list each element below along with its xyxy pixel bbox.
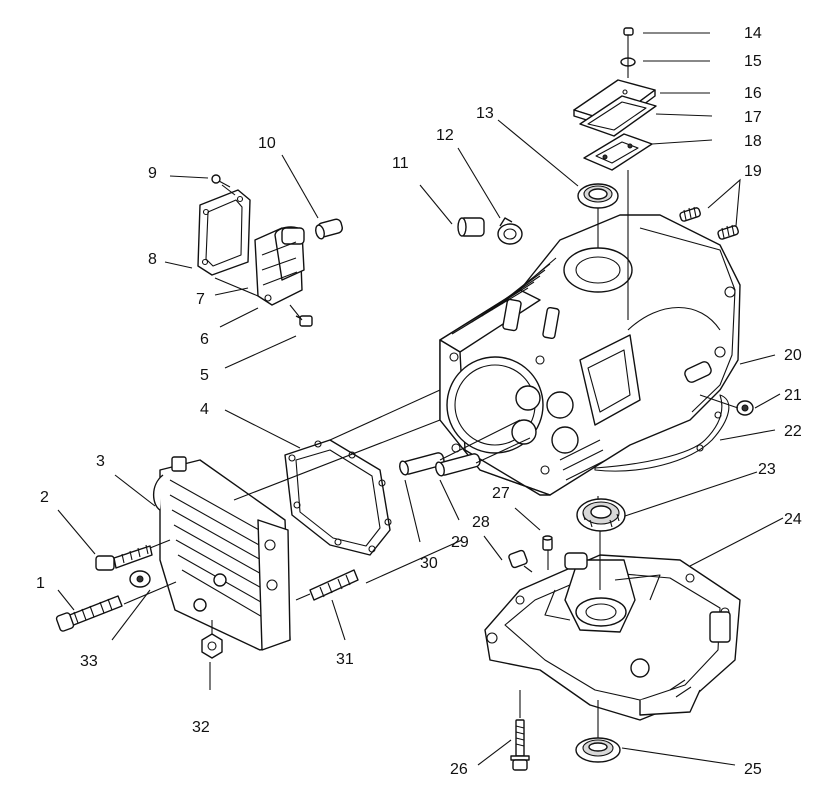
nut-32 (201, 633, 223, 659)
bolt-26 (510, 719, 530, 771)
crankcase-block (439, 214, 741, 496)
screw-9 (211, 174, 231, 188)
callout-5: 5 (200, 367, 209, 384)
stud-19a (679, 206, 701, 222)
callout-19: 19 (744, 163, 762, 180)
stud-1 (55, 595, 123, 632)
callout-3: 3 (96, 453, 105, 470)
cylinder-head-3 (152, 456, 291, 651)
crankcase-cover-24 (484, 552, 741, 721)
callout-21: 21 (784, 387, 802, 404)
tube-10 (315, 218, 343, 240)
callout-24: 24 (784, 511, 802, 528)
dowel-27 (542, 535, 553, 551)
callout-7: 7 (196, 291, 205, 308)
callout-12: 12 (436, 127, 454, 144)
callout-17: 17 (744, 109, 762, 126)
callout-4: 4 (200, 401, 209, 418)
bolt-2 (95, 544, 153, 571)
washer-33 (129, 570, 151, 588)
oil-seal-25 (575, 737, 621, 763)
crankcase-gasket-22 (594, 394, 730, 472)
stud-19b (717, 224, 739, 240)
oil-seal-13 (577, 183, 619, 209)
dowel-30 (399, 452, 445, 476)
callout-32: 32 (192, 719, 210, 736)
callout-22: 22 (784, 423, 802, 440)
bolt-5 (295, 315, 313, 327)
plug-11 (457, 217, 485, 237)
callout-11: 11 (392, 155, 409, 172)
callout-18: 18 (744, 133, 762, 150)
callout-2: 2 (40, 489, 49, 506)
callout-30: 30 (420, 555, 438, 572)
stud-31 (309, 569, 359, 601)
callout-27: 27 (492, 485, 510, 502)
clamp-12 (497, 217, 523, 245)
breather-gasket-8 (197, 189, 251, 276)
callout-20: 20 (784, 347, 802, 364)
callout-26: 26 (450, 761, 468, 778)
callout-25: 25 (744, 761, 762, 778)
callout-16: 16 (744, 85, 762, 102)
callout-15: 15 (744, 53, 762, 70)
bearing-23 (576, 498, 626, 532)
plug-21 (736, 400, 754, 416)
callout-13: 13 (476, 105, 494, 122)
callout-labels: 1 2 3 4 5 6 7 8 9 10 11 12 13 14 15 16 1… (36, 25, 802, 778)
callout-9: 9 (148, 165, 157, 182)
callout-1: 1 (36, 575, 45, 592)
breather-cover-6 (254, 226, 305, 306)
callout-23: 23 (758, 461, 776, 478)
callout-14: 14 (744, 25, 762, 42)
leader-lines (57, 32, 784, 766)
callout-28: 28 (472, 514, 490, 531)
plate-18 (583, 133, 653, 171)
callout-31: 31 (336, 651, 354, 668)
callout-8: 8 (148, 251, 157, 268)
callout-29: 29 (451, 534, 469, 551)
callout-33: 33 (80, 653, 98, 670)
dowel-29 (435, 453, 481, 477)
plug-28 (508, 549, 533, 573)
screw-14 (623, 27, 634, 48)
gasket-17 (579, 95, 657, 137)
callout-6: 6 (200, 331, 209, 348)
callout-10: 10 (258, 135, 276, 152)
head-gasket-4 (284, 439, 392, 556)
